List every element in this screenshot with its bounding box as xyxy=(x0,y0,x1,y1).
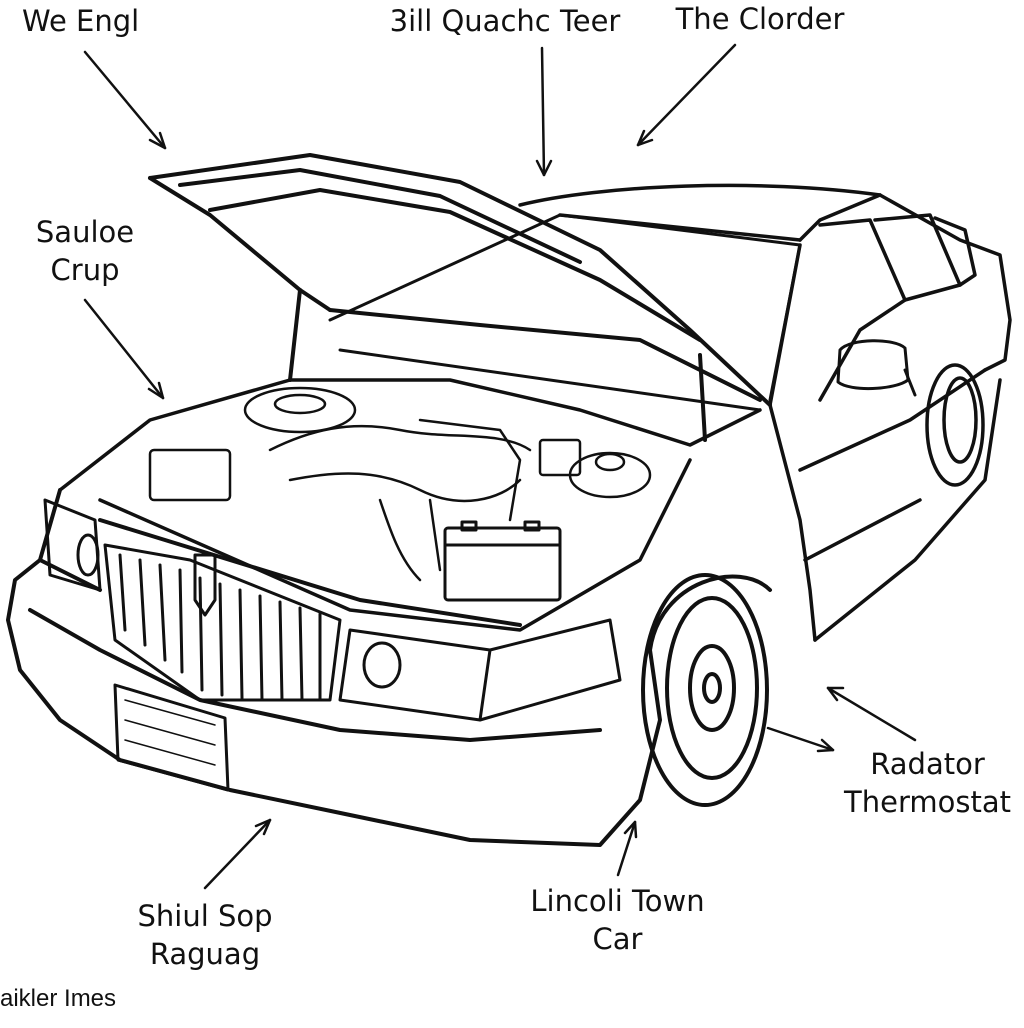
side-mirror xyxy=(838,341,915,395)
engine xyxy=(150,388,650,580)
hood xyxy=(150,155,770,440)
watermark-text: aikler Imes xyxy=(0,985,117,1012)
grille xyxy=(105,545,340,700)
right-headlight xyxy=(340,620,620,720)
rear-wheel xyxy=(927,365,983,485)
left-headlight xyxy=(45,500,100,590)
battery xyxy=(445,522,560,600)
license-plate xyxy=(115,685,228,790)
pointer-arrows xyxy=(85,45,915,888)
front-wheel xyxy=(643,575,770,805)
windshield xyxy=(330,215,800,410)
label-lincoli-town-car: Lincoli Town Car xyxy=(530,884,705,956)
label-the-clorder: The Clorder xyxy=(675,2,845,36)
engine-bay xyxy=(60,380,760,630)
label-shiul-sop-raguag: Shiul Sop Raguag xyxy=(137,899,273,971)
label-sauloe-crup: Sauloe Crup xyxy=(35,215,135,287)
label-we-engl: We Engl xyxy=(22,4,140,38)
label-radator-thermostat: Radator Thermostat xyxy=(844,747,1011,819)
label-quachc-teer: 3ill Quachc Teer xyxy=(389,4,621,38)
